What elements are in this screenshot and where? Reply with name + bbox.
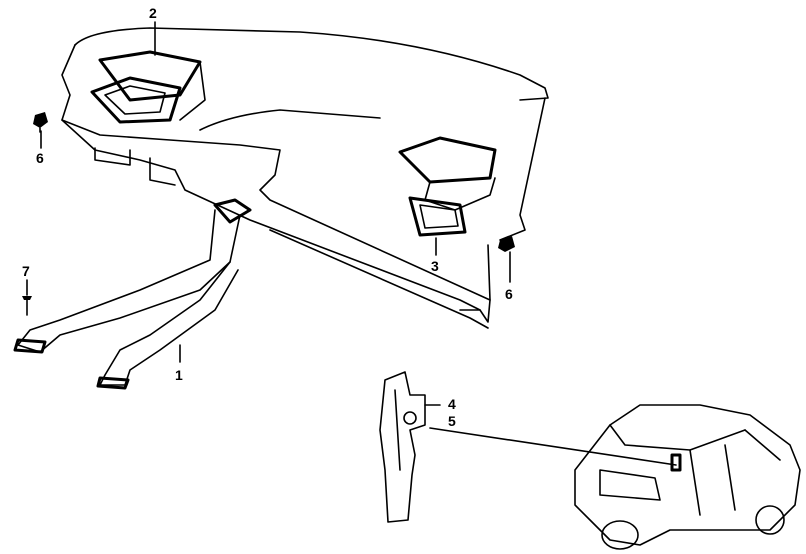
part-4-5 bbox=[379, 371, 441, 523]
clip-6-left bbox=[33, 112, 48, 149]
car-silhouette bbox=[574, 404, 801, 550]
clip-6-right bbox=[498, 236, 515, 283]
label-part-5: 5 bbox=[448, 413, 456, 429]
vent-3 bbox=[398, 136, 497, 237]
label-part-1: 1 bbox=[175, 367, 183, 383]
label-part-3: 3 bbox=[431, 258, 439, 274]
label-part-6-left: 6 bbox=[36, 150, 44, 166]
leader-line bbox=[429, 427, 677, 466]
dashboard-panel bbox=[61, 27, 549, 329]
vent-2 bbox=[90, 50, 206, 124]
label-part-6-right: 6 bbox=[505, 286, 513, 302]
label-part-7: 7 bbox=[22, 263, 30, 279]
label-part-4: 4 bbox=[448, 396, 456, 412]
screw-7 bbox=[22, 279, 32, 316]
duct-1 bbox=[13, 198, 252, 390]
label-part-2: 2 bbox=[149, 5, 157, 21]
